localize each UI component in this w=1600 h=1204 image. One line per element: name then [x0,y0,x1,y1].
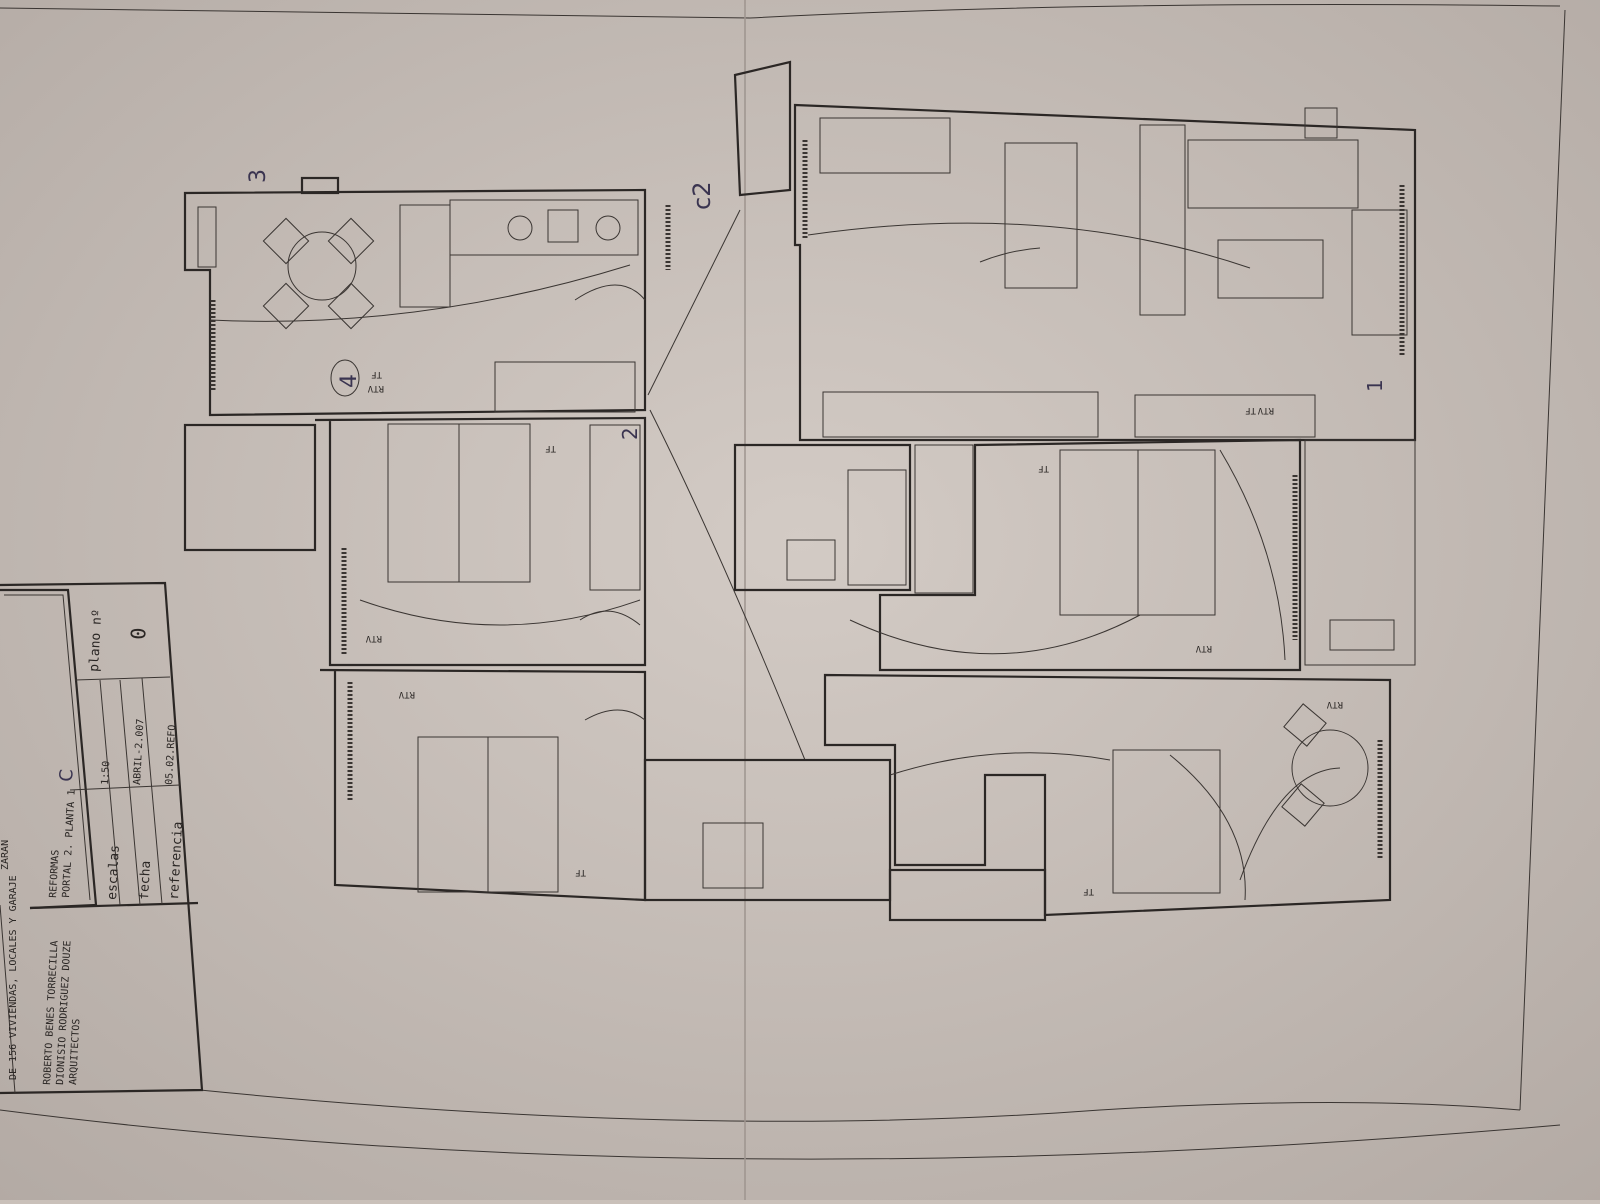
referencia-value: 05.02.REFO [164,724,178,785]
handwritten-label-3: 3 [246,169,271,183]
title-block: DE 156 VIVIENDAS, LOCALES Y GARAJE ZARAN… [0,581,204,1095]
radiators [210,140,1405,860]
socket-rtv: RTV [365,633,382,643]
socket-tf: TF [575,867,586,877]
referencia-label: referencia [167,821,186,900]
architect-3: ARQUITECTOS [68,1018,82,1085]
project-line-2: ZARAN [0,840,11,870]
socket-rtv: RTV [367,383,384,393]
socket-tf: TF [1245,405,1256,415]
socket-tf: TF [545,443,556,453]
escalas-value: 1:50 [100,761,112,786]
handwritten-label-1: 1 [1363,379,1387,392]
sheet-bottom-border [199,1089,1521,1122]
project-line: DE 156 VIVIENDAS, LOCALES Y GARAJE [8,875,19,1080]
socket-tf: TF [371,369,382,379]
fecha-value: ABRIL-2.007 [132,718,146,785]
plano-label: plano nº [87,609,105,672]
socket-tags: TF RTV TF RTV RTV TF TF RTV TF RTV RTV T… [365,369,1343,896]
description-line-1: REFORMAS [48,849,62,898]
socket-rtv: RTV [1326,699,1343,709]
socket-rtv: RTV [398,689,415,699]
socket-rtv: RTV [1257,405,1274,415]
right-apartment [733,60,1417,922]
handwritten-label-4: 4 [337,374,362,388]
handwritten-label-c2: c2 [688,182,716,210]
fecha-label: fecha [137,860,154,900]
socket-tf: TF [1083,886,1094,896]
socket-rtv: RTV [1195,643,1212,653]
escalas-label: escalas [105,845,123,901]
sheet-bottom-edge [0,1109,1561,1160]
handwritten-label-2: 2 [618,427,642,440]
plano-value: 0 [126,627,151,640]
label-circle [330,359,360,397]
left-apartment [183,176,892,902]
handwritten-unit: C [56,769,78,783]
socket-tf: TF [1038,463,1049,473]
sheet-right-border [1519,9,1566,1111]
